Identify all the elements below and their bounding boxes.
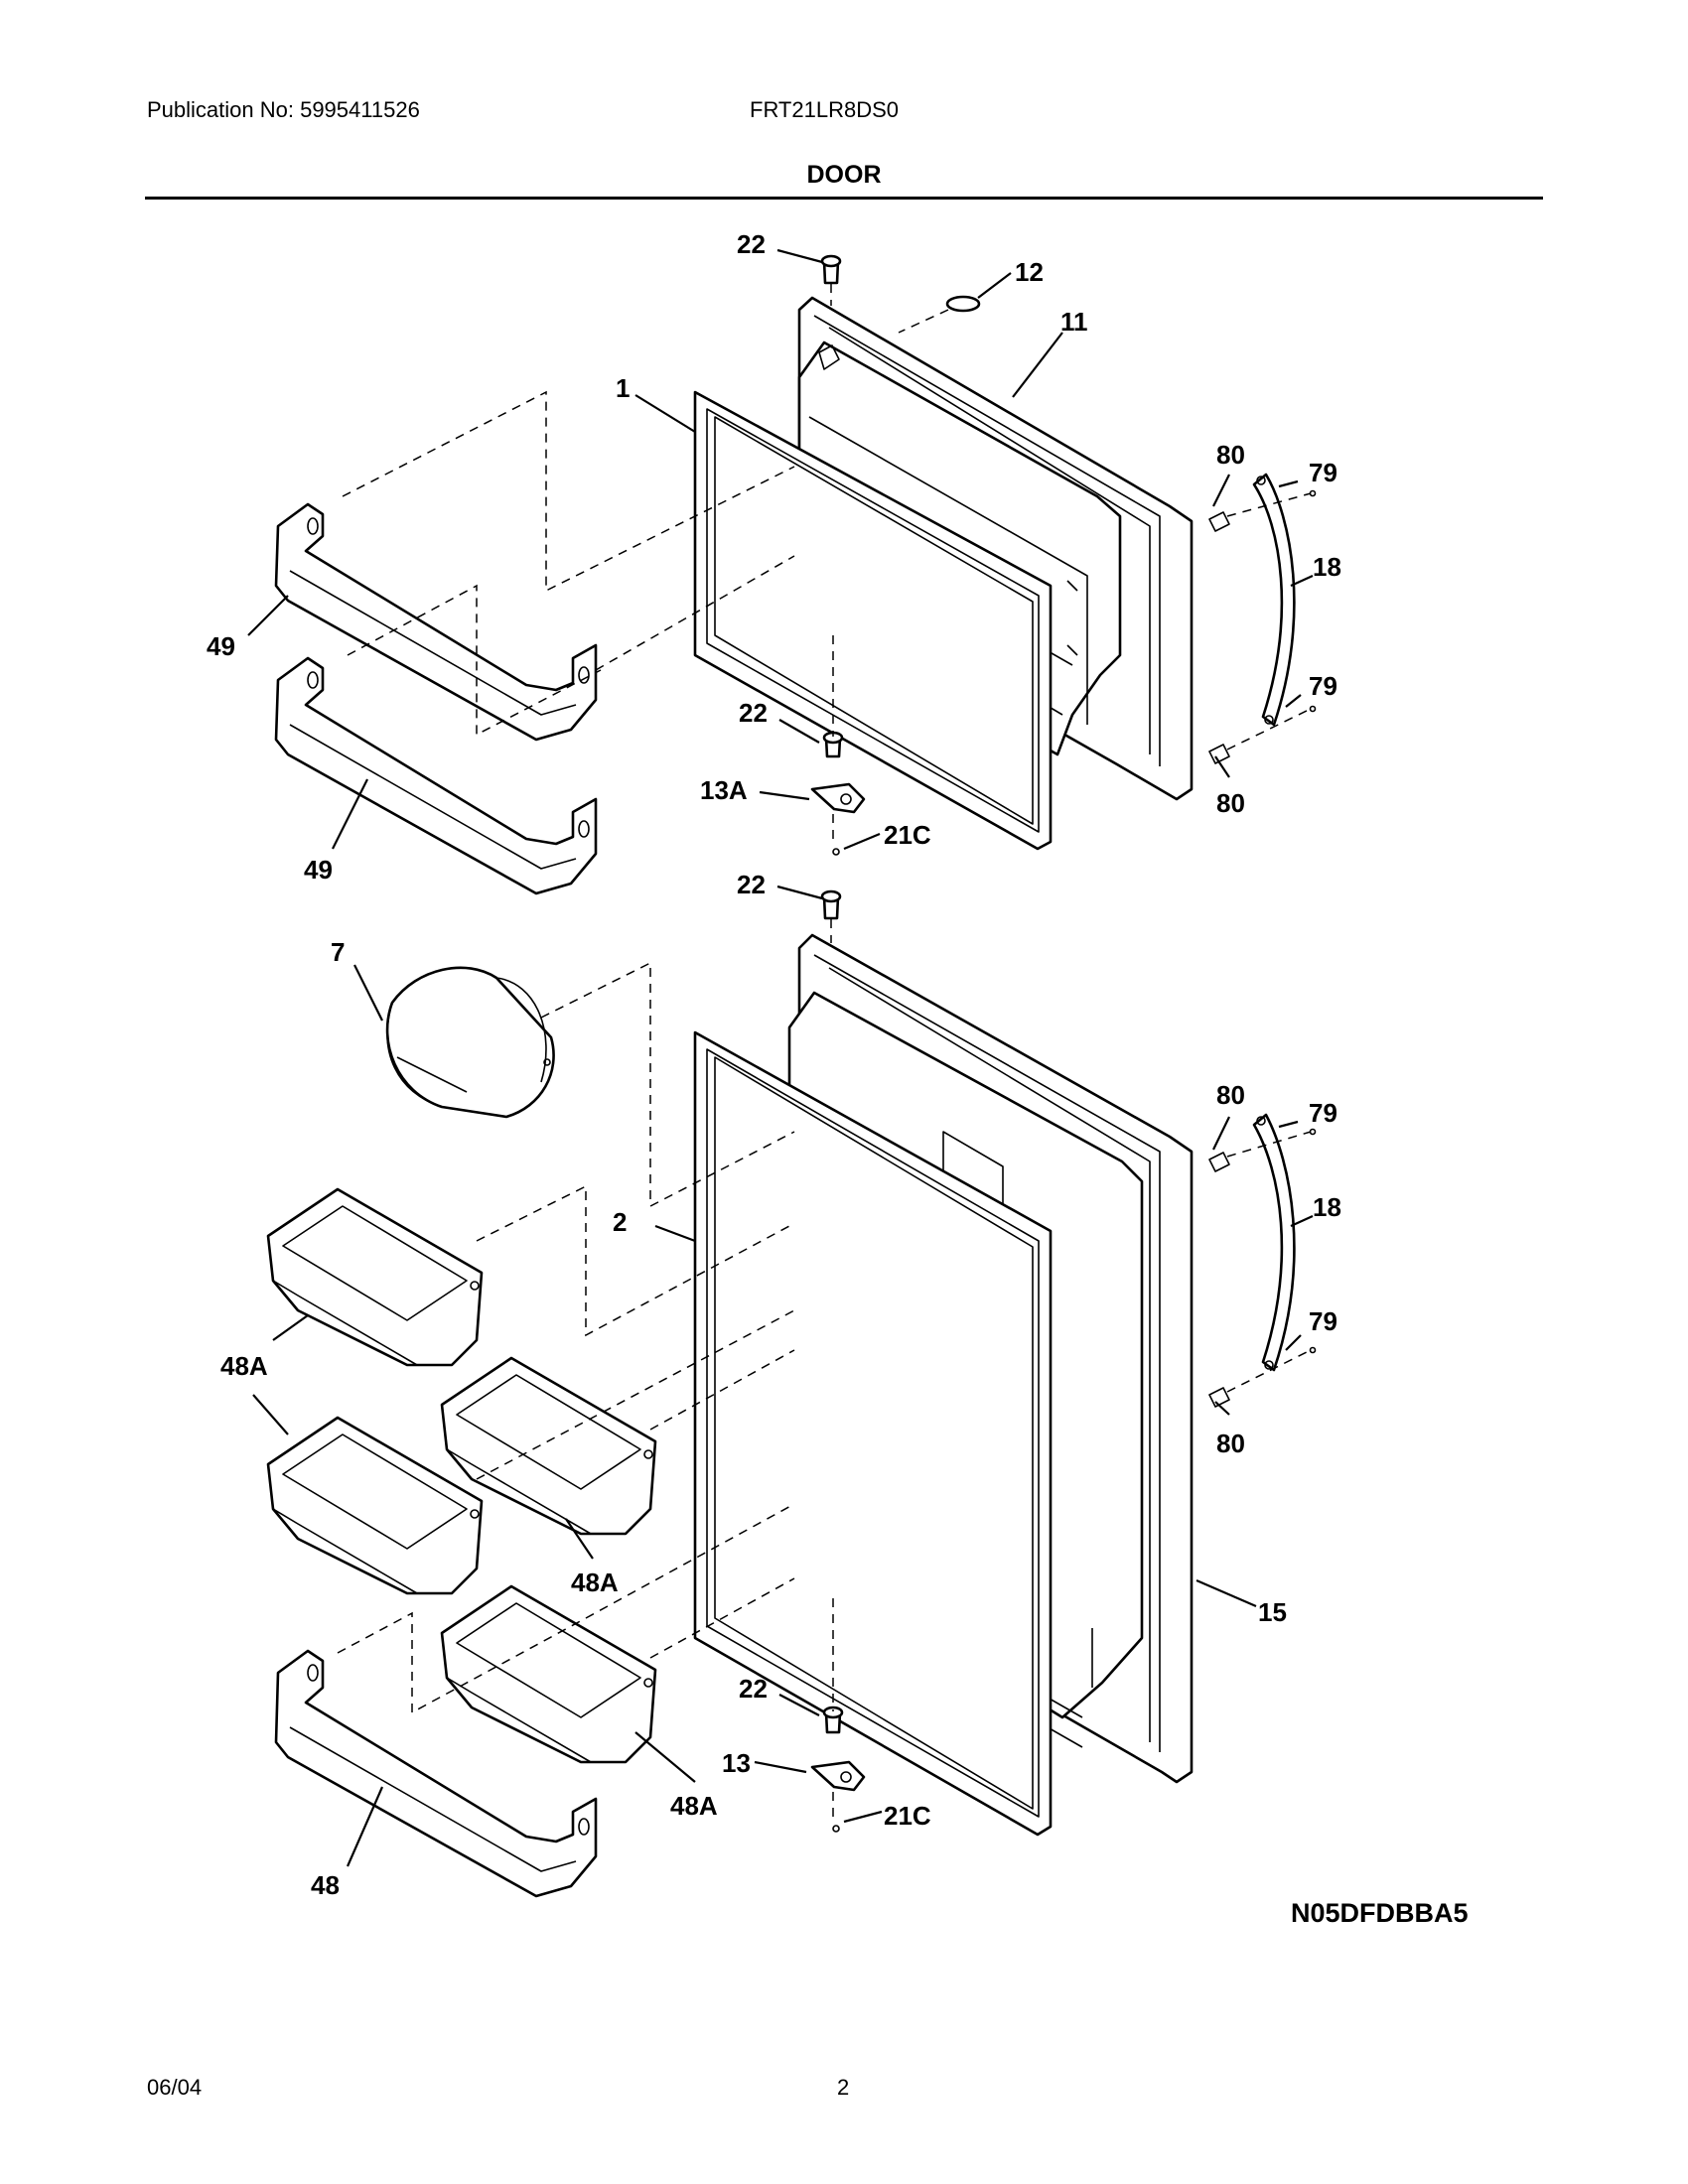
door-shelf-48 bbox=[274, 1649, 598, 1898]
dashed-guides-bins bbox=[337, 1184, 795, 1714]
callout-48: 48 bbox=[311, 1870, 340, 1900]
callout-48a-3: 48A bbox=[670, 1791, 718, 1821]
door-bin-48a-1 bbox=[266, 1187, 484, 1367]
callout-80-b: 80 bbox=[1216, 788, 1245, 818]
callout-79-d: 79 bbox=[1309, 1306, 1337, 1336]
dashed-guide-shelves-49 bbox=[342, 390, 795, 737]
fresh-food-hinges bbox=[810, 889, 866, 1833]
callout-7: 7 bbox=[331, 937, 345, 967]
handle-screws-lower bbox=[1208, 1128, 1317, 1408]
leader-lines bbox=[247, 248, 1314, 1867]
callout-22-lower-top: 22 bbox=[737, 870, 766, 899]
callout-79-a: 79 bbox=[1309, 458, 1337, 487]
callout-2: 2 bbox=[613, 1207, 627, 1237]
freezer-handle-18 bbox=[1252, 473, 1296, 727]
header-rule bbox=[145, 197, 1543, 200]
page-number: 2 bbox=[837, 2075, 850, 2100]
callout-48a-2: 48A bbox=[571, 1568, 619, 1597]
callout-79-c: 79 bbox=[1309, 1098, 1337, 1128]
callout-11: 11 bbox=[1060, 307, 1088, 337]
callout-80-d: 80 bbox=[1216, 1429, 1245, 1458]
handle-screws-upper bbox=[1208, 489, 1317, 764]
section-title: DOOR bbox=[806, 161, 882, 189]
callout-49-lower: 49 bbox=[304, 855, 333, 885]
butter-container-7 bbox=[385, 966, 555, 1119]
callout-79-b: 79 bbox=[1309, 671, 1337, 701]
callout-49-upper: 49 bbox=[207, 631, 235, 661]
freezer-door-gasket-1 bbox=[693, 390, 1053, 851]
door-shelf-49-upper bbox=[274, 502, 598, 742]
fresh-food-handle-18 bbox=[1252, 1113, 1296, 1372]
callout-18-lower: 18 bbox=[1313, 1192, 1341, 1222]
fresh-food-door-gasket-2 bbox=[693, 1030, 1053, 1837]
hinge-pin-22-top bbox=[820, 254, 981, 334]
freezer-lower-hinge bbox=[810, 635, 866, 856]
callout-48a-1: 48A bbox=[220, 1351, 268, 1381]
callout-13a: 13A bbox=[700, 775, 748, 805]
callout-22-top: 22 bbox=[737, 229, 766, 259]
door-shelf-49-lower bbox=[274, 656, 598, 895]
plug-12 bbox=[945, 295, 981, 313]
callout-15: 15 bbox=[1258, 1597, 1287, 1627]
door-bin-48a-3 bbox=[266, 1416, 484, 1595]
callout-labels: 22 12 11 1 80 79 18 49 79 22 13A 80 21C … bbox=[207, 229, 1341, 1900]
callout-22-bottom: 22 bbox=[739, 1674, 768, 1704]
callout-21c-upper: 21C bbox=[884, 820, 931, 850]
callout-80-a: 80 bbox=[1216, 440, 1245, 470]
callout-21c-lower: 21C bbox=[884, 1801, 931, 1831]
drawing-code: N05DFDBBA5 bbox=[1291, 1898, 1469, 1928]
callout-22-mid: 22 bbox=[739, 698, 768, 728]
callout-13: 13 bbox=[722, 1748, 751, 1778]
footer-date: 06/04 bbox=[147, 2075, 203, 2100]
publication-number: Publication No: 5995411526 bbox=[147, 97, 420, 122]
model-number: FRT21LR8DS0 bbox=[750, 97, 899, 122]
callout-18-upper: 18 bbox=[1313, 552, 1341, 582]
callout-80-c: 80 bbox=[1216, 1080, 1245, 1110]
callout-1: 1 bbox=[616, 373, 630, 403]
door-bin-48a-2 bbox=[440, 1356, 657, 1536]
callout-12: 12 bbox=[1015, 257, 1044, 287]
door-bin-48a-4 bbox=[440, 1584, 657, 1764]
dashed-guide-container-7 bbox=[540, 961, 795, 1208]
